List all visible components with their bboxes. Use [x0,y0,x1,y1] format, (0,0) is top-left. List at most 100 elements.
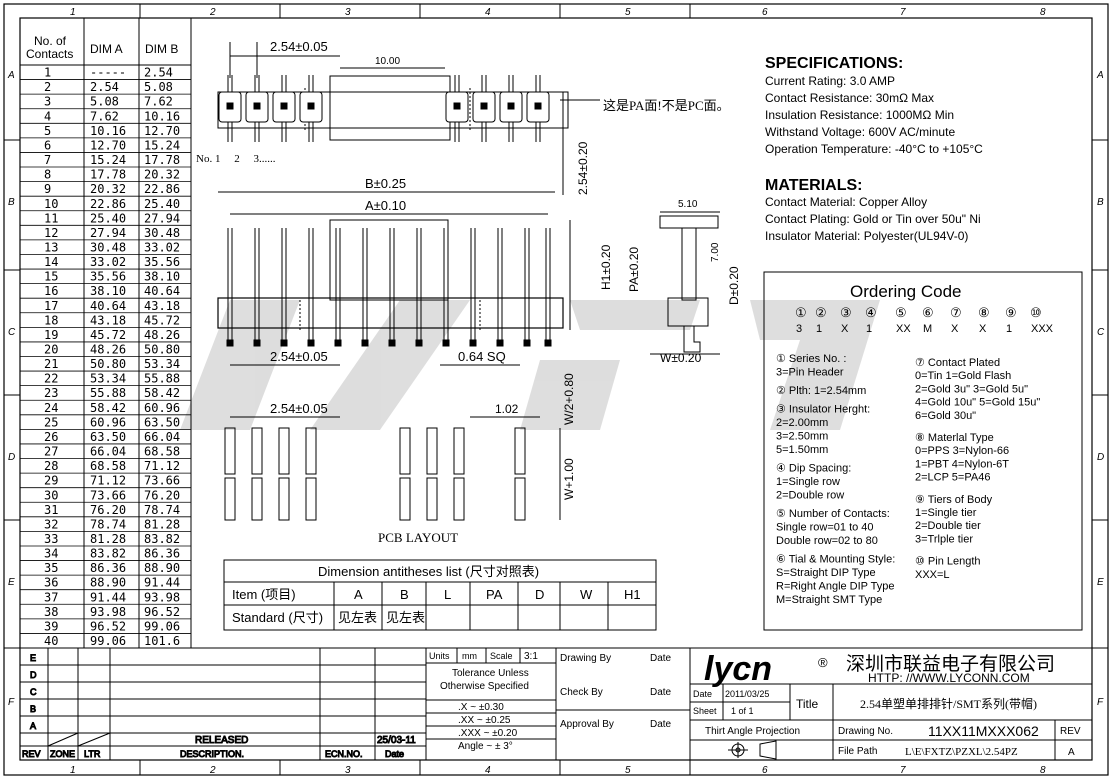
rev-header: Date [385,749,404,759]
dim-pa: PA±0.20 [627,247,641,292]
table-cell-dim-a: 99.06 [90,634,126,648]
table-cell-contacts: 9 [44,182,51,196]
rev-value: A [1068,747,1075,758]
table-cell-dim-b: 7.62 [144,95,173,109]
table-cell-contacts: 21 [44,357,58,371]
ordering-left-note: 1=Single row [776,476,840,488]
row-label-left: D [8,452,15,463]
table-cell-dim-a: 55.88 [90,386,126,400]
tolerance-line: .XXX ~ ±0.20 [458,728,518,739]
materials-title: MATERIALS: [765,177,862,194]
table-cell-contacts: 17 [44,299,58,313]
table-cell-contacts: 39 [44,619,58,633]
col-label-top: 4 [485,7,491,18]
ordering-right-note: ⑧ Materlal Type [915,432,994,444]
header-dim-b: DIM B [145,42,178,56]
dim-list-cell: 见左表 [338,610,377,625]
row-label-right: A [1096,70,1104,81]
table-cell-dim-a: 83.82 [90,547,126,561]
title-value: 2.54单塑单排排针/SMT系列(带帽) [860,696,1037,711]
ordering-right-note: 6=Gold 30u" [915,410,976,422]
units-label: Units [429,651,450,661]
pcb-pad [278,427,290,475]
table-cell-dim-b: 73.66 [144,474,180,488]
table-cell-contacts: 32 [44,517,58,531]
scale-value: 3:1 [524,651,538,662]
table-cell-contacts: 19 [44,328,58,342]
rev-row-letter: A [30,721,36,731]
col-label-bottom: 3 [345,765,351,776]
pcb-pad [399,477,411,521]
tolerance-line: Angle ~ ± 3° [458,741,513,752]
ordering-right-note: 2=Double tier [915,520,981,532]
table-cell-dim-b: 93.98 [144,590,180,604]
outer-border [3,3,1109,776]
table-cell-dim-b: 27.94 [144,211,180,225]
row-label-left: A [7,70,15,81]
pcb-pad [514,477,526,521]
ordering-left-note: 3=Pin Header [776,367,844,379]
company-url: HTTP: //WWW.LYCONN.COM [868,671,1030,685]
col-label-top: 7 [900,7,906,18]
rev-row-letter: C [30,687,37,697]
rev-row-letter: B [30,704,36,714]
dim-pitch-top: 2.54±0.05 [270,39,328,54]
ordering-value: X [951,323,959,335]
table-cell-dim-a: 58.42 [90,401,126,415]
ordering-value: M [923,323,932,335]
sheet-value: 1 of 1 [731,706,754,716]
table-cell-contacts: 25 [44,415,58,429]
col-label-bottom: 4 [485,765,491,776]
table-cell-dim-b: 63.50 [144,415,180,429]
table-cell-dim-b: 99.06 [144,619,180,633]
col-label-top: 5 [625,7,631,18]
dim-510: 5.10 [678,199,698,210]
pcb-pad [305,427,317,475]
ordering-index: ⑧ [978,305,990,320]
table-cell-contacts: 24 [44,401,58,415]
table-cell-dim-b: 71.12 [144,459,180,473]
tolerance-text: Otherwise Specified [440,681,529,692]
ordering-right-note: 0=PPS 3=Nylon-66 [915,445,1009,457]
col-label-top: 6 [762,7,768,18]
table-cell-contacts: 26 [44,430,58,444]
dim-list-title: Dimension antitheses list (尺寸对照表) [318,564,539,579]
date-label: Date [650,653,672,664]
scale-label: Scale [490,651,513,661]
rev-date: 25/03-11 [377,735,416,746]
row-label-right: B [1097,197,1104,208]
header-dim-a: DIM A [90,42,123,56]
date-label: Date [693,689,712,699]
table-cell-dim-b: 83.82 [144,532,180,546]
ordering-value: 1 [1006,323,1012,335]
pin-square [307,102,315,110]
table-cell-dim-b: 40.64 [144,284,180,298]
dim-list-header: L [444,587,451,602]
table-cell-dim-a: 81.28 [90,532,126,546]
rev-header: LTR [84,749,101,759]
table-cell-contacts: 36 [44,576,58,590]
table-cell-dim-a: 78.74 [90,517,126,531]
pcb-pad [224,427,236,475]
dim-list-header: D [535,587,544,602]
pcb-w2: W/2+0.80 [562,373,576,425]
table-cell-contacts: 20 [44,343,58,357]
ordering-index: ④ [865,305,877,320]
date-label: Date [650,719,672,730]
ordering-left-note: ⑥ Tial & Mounting Style: [776,554,895,566]
ordering-index: ① [795,305,807,320]
spec-title: SPECIFICATIONS: [765,55,903,72]
ordering-right-note: 2=LCP 5=PA46 [915,472,990,484]
table-cell-dim-a: 50.80 [90,357,126,371]
table-cell-dim-a: 76.20 [90,503,126,517]
dim-list-header: H1 [624,587,641,602]
ordering-value: XXX [1031,323,1054,335]
table-cell-dim-b: 66.04 [144,430,180,444]
table-cell-dim-a: 17.78 [90,168,126,182]
file-path-value: L\E\FXTZ\PZXL\2.54PZ [905,746,1018,758]
dim-254-vertical: 2.54±0.20 [576,141,590,195]
file-path-label: File Path [838,746,877,757]
pin-square [507,102,515,110]
